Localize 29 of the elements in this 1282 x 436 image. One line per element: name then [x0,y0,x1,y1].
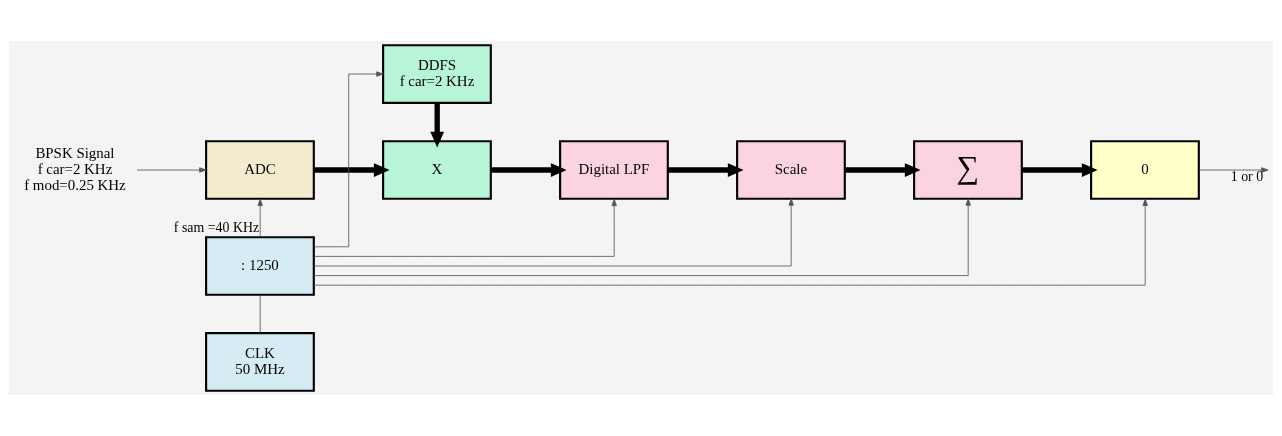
arrow [491,163,567,177]
node-box: ADC [205,140,315,200]
arrow [1198,167,1269,173]
arrow [257,198,263,238]
arrow [845,163,921,177]
node-box: : 1250 [205,236,315,296]
node-label: f car=2 KHz [37,160,113,177]
arrow [314,163,390,177]
arrow [136,167,207,173]
arrow [668,163,744,177]
node-box: 0 [1090,140,1200,200]
edge-label: 1 or 0 [1230,169,1264,185]
arrow [1022,163,1098,177]
node-box: Digital LPF [559,140,669,200]
connector [259,294,261,334]
node-box: CLK 50 MHz [205,332,315,392]
node-text: BPSK Signal [35,144,115,161]
edge-label: f sam =40 KHz [173,220,260,236]
arrow [430,102,445,148]
node-box: X [382,140,492,200]
arrow [313,198,971,276]
arrow [313,71,384,248]
node-box: ∑ [913,140,1023,200]
arrow [313,198,1148,286]
node-box: Scale [736,140,846,200]
node-label: f mod=0.25 KHz [24,176,126,193]
arrow [313,198,617,257]
arrow [313,198,794,267]
node-box: DDFS f car=2 KHz [382,44,492,104]
